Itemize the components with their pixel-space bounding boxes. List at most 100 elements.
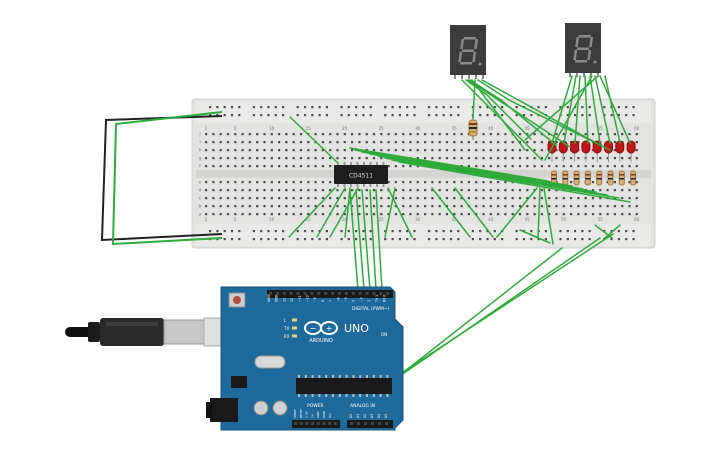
breadboard-hole[interactable] [635, 141, 638, 144]
breadboard-rail-hole[interactable] [347, 106, 350, 109]
breadboard-hole[interactable] [482, 213, 485, 216]
breadboard-hole[interactable] [241, 133, 244, 136]
breadboard-hole[interactable] [387, 165, 390, 168]
breadboard-hole[interactable] [299, 213, 303, 216]
breadboard-hole[interactable] [489, 141, 492, 144]
breadboard-hole[interactable] [212, 149, 215, 152]
breadboard-hole[interactable] [358, 133, 361, 136]
breadboard-hole[interactable] [321, 149, 324, 152]
breadboard-hole[interactable] [387, 205, 390, 208]
green-wire[interactable] [391, 159, 620, 199]
green-wire[interactable] [469, 79, 557, 146]
breadboard-hole[interactable] [518, 197, 522, 200]
breadboard-hole[interactable] [453, 197, 456, 200]
breadboard-hole[interactable] [533, 197, 536, 200]
breadboard-hole[interactable] [511, 197, 514, 200]
breadboard-rail-hole[interactable] [398, 106, 401, 109]
breadboard-hole[interactable] [416, 205, 419, 208]
breadboard-hole[interactable] [234, 133, 237, 136]
breadboard-rail-hole[interactable] [617, 114, 620, 117]
breadboard-hole[interactable] [321, 213, 324, 216]
breadboard-hole[interactable] [453, 141, 456, 144]
breadboard-hole[interactable] [307, 165, 310, 168]
breadboard-hole[interactable] [533, 213, 536, 216]
green-wire[interactable] [496, 187, 538, 238]
breadboard-hole[interactable] [570, 181, 573, 184]
breadboard-rail-hole[interactable] [617, 238, 620, 241]
breadboard-hole[interactable] [394, 189, 397, 192]
breadboard-hole[interactable] [307, 157, 310, 160]
breadboard-hole[interactable] [234, 141, 237, 144]
breadboard-rail-hole[interactable] [384, 114, 387, 117]
breadboard-rail-hole[interactable] [588, 230, 591, 233]
wires-green[interactable] [288, 75, 631, 423]
power-jack[interactable] [210, 398, 238, 422]
breadboard-hole[interactable] [365, 213, 368, 216]
breadboard-rail-hole[interactable] [632, 238, 635, 241]
breadboard-hole[interactable] [635, 133, 638, 136]
breadboard-hole[interactable] [248, 205, 251, 208]
breadboard-hole[interactable] [621, 189, 624, 192]
breadboard-hole[interactable] [453, 157, 456, 160]
breadboard-hole[interactable] [292, 165, 295, 168]
breadboard-hole[interactable] [248, 149, 251, 152]
breadboard-hole[interactable] [263, 205, 266, 208]
breadboard-hole[interactable] [467, 213, 470, 216]
breadboard-hole[interactable] [226, 165, 230, 168]
breadboard-hole[interactable] [453, 133, 456, 136]
breadboard-hole[interactable] [256, 133, 259, 136]
breadboard-hole[interactable] [292, 149, 295, 152]
breadboard-rail-hole[interactable] [303, 230, 307, 233]
breadboard-rail-hole[interactable] [559, 106, 562, 109]
breadboard-hole[interactable] [336, 157, 339, 160]
breadboard-hole[interactable] [358, 197, 361, 200]
breadboard-rail-hole[interactable] [515, 230, 518, 233]
breadboard-hole[interactable] [613, 141, 616, 144]
breadboard-hole[interactable] [424, 205, 427, 208]
breadboard-hole[interactable] [343, 141, 346, 144]
breadboard-hole[interactable] [621, 157, 624, 160]
breadboard-rail-hole[interactable] [435, 230, 438, 233]
power-header[interactable] [292, 420, 340, 428]
breadboard-hole[interactable] [263, 141, 266, 144]
green-wire[interactable] [543, 187, 554, 245]
breadboard-rail-hole[interactable] [311, 238, 314, 241]
breadboard-hole[interactable] [402, 133, 405, 136]
breadboard-hole[interactable] [248, 133, 251, 136]
breadboard-hole[interactable] [591, 133, 595, 136]
breadboard-hole[interactable] [416, 189, 419, 192]
breadboard-rail-hole[interactable] [398, 230, 401, 233]
breadboard-rail-hole[interactable] [340, 114, 343, 117]
breadboard-rail-hole[interactable] [486, 106, 489, 109]
breadboard-hole[interactable] [416, 181, 419, 184]
breadboard-hole[interactable] [467, 157, 470, 160]
breadboard-hole[interactable] [548, 189, 551, 192]
breadboard-hole[interactable] [453, 213, 456, 216]
breadboard-hole[interactable] [285, 149, 288, 152]
breadboard-hole[interactable] [321, 133, 324, 136]
breadboard-hole[interactable] [467, 165, 470, 168]
breadboard-rail-hole[interactable] [216, 230, 219, 233]
breadboard-rail-hole[interactable] [515, 238, 518, 241]
breadboard-hole[interactable] [409, 205, 412, 208]
breadboard-hole[interactable] [424, 157, 427, 160]
green-wire[interactable] [289, 116, 338, 163]
breadboard-rail-hole[interactable] [303, 114, 307, 117]
breadboard-hole[interactable] [591, 181, 595, 184]
breadboard-rail-hole[interactable] [267, 230, 270, 233]
breadboard-rail-hole[interactable] [574, 238, 577, 241]
breadboard-hole[interactable] [321, 141, 324, 144]
breadboard-rail-hole[interactable] [296, 230, 299, 233]
breadboard-hole[interactable] [409, 197, 412, 200]
breadboard-hole[interactable] [321, 197, 324, 200]
breadboard-hole[interactable] [219, 181, 222, 184]
breadboard-hole[interactable] [256, 205, 259, 208]
breadboard-hole[interactable] [504, 149, 507, 152]
breadboard-rail-hole[interactable] [522, 114, 526, 117]
breadboard-rail-hole[interactable] [340, 106, 343, 109]
breadboard-hole[interactable] [205, 197, 208, 200]
breadboard-hole[interactable] [635, 157, 638, 160]
breadboard-hole[interactable] [365, 197, 368, 200]
breadboard-rail-hole[interactable] [442, 230, 445, 233]
breadboard-hole[interactable] [387, 213, 390, 216]
